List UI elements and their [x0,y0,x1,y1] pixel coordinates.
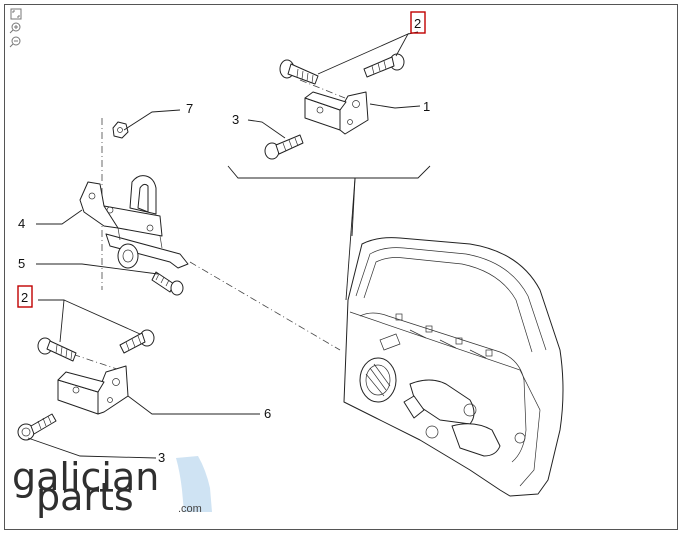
lower-bolt-right [119,329,155,354]
lower-bolt-left [37,337,77,362]
callout-2-left-highlight [17,285,33,308]
upper-bolt-left [279,59,319,85]
leader-1 [369,103,421,109]
lower-bolt-3 [17,413,57,441]
leader-2-left [38,299,141,343]
door-hinge-assembly-4 [79,175,189,269]
zoom-out-icon[interactable] [9,36,23,48]
logo-line-1: galician [12,455,159,499]
nut-7 [112,121,129,139]
callout-7[interactable]: 7 [186,101,193,116]
bolt-5 [151,271,184,296]
callout-2-top-highlight [410,11,426,34]
diagram-frame [4,4,678,530]
callout-3-bottom[interactable]: 3 [158,450,165,465]
logo-suffix: .com [178,503,202,515]
callout-2-left[interactable]: 2 [21,290,28,305]
zoom-in-icon[interactable] [9,22,23,34]
leader-5 [36,263,159,275]
axis-line-diagonal [189,261,341,351]
callout-3-top[interactable]: 3 [232,112,239,127]
lower-hinge-bracket-6 [57,365,129,415]
door-panel [227,165,564,497]
callout-1[interactable]: 1 [423,99,430,114]
upper-bolt-right [363,53,405,78]
upper-bolt-3 [264,134,304,160]
callout-6[interactable]: 6 [264,406,271,421]
callout-5[interactable]: 5 [18,256,25,271]
leader-6 [127,395,260,415]
leader-7 [123,109,181,131]
fit-icon[interactable] [9,8,23,20]
upper-hinge-bracket [304,91,369,135]
leader-3-bottom [27,437,157,459]
leader-3-top [247,119,286,139]
leader-4 [36,209,83,225]
zoom-toolbar [9,8,25,50]
axis-line-upper-hinge [299,79,346,99]
callout-4[interactable]: 4 [18,216,25,231]
logo-line-2: parts [36,475,134,519]
logo-car-shape [176,456,212,512]
callout-2-top[interactable]: 2 [414,16,421,31]
